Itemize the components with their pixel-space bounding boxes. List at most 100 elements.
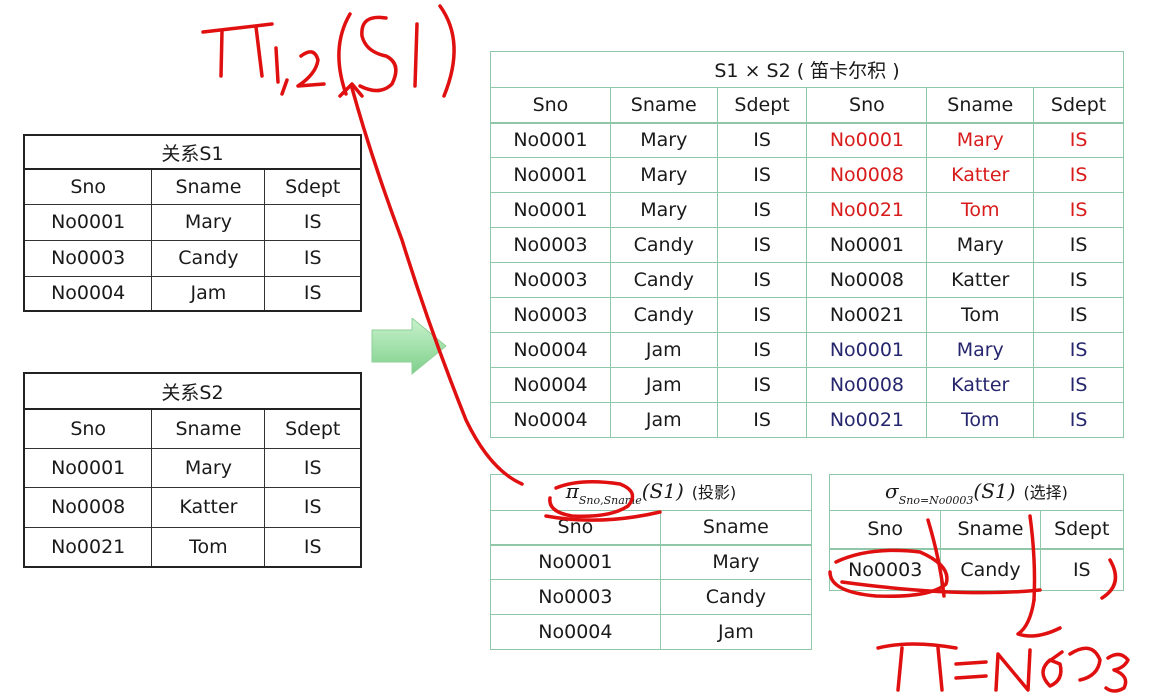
table-row: No0003 Candy IS No0001 Mary IS [490, 227, 1124, 263]
table-cell: IS [1039, 548, 1125, 591]
table-cell: No0004 [490, 332, 611, 368]
table-cell: IS [716, 332, 808, 368]
table-cell: No0003 [490, 297, 611, 333]
table-cell: IS [264, 275, 362, 312]
table-cell: IS [716, 297, 808, 333]
table-cell: Mary [609, 122, 718, 158]
table-cell: IS [716, 227, 808, 263]
column-header: Sno [23, 168, 153, 205]
table-cell: IS [264, 526, 362, 568]
table-row: No0001 Mary IS No0008 Katter IS [490, 157, 1124, 193]
table-row: No0001 Mary IS [23, 447, 362, 488]
table-cell: Tom [151, 526, 266, 568]
selection-subscript: Sno=No0003 [898, 493, 974, 507]
table-cell: IS [716, 122, 808, 158]
sigma-symbol: σ [885, 478, 899, 503]
table-cell: Jam [609, 332, 718, 368]
table-cell: No0001 [490, 122, 611, 158]
table-row: No0008 Katter IS [23, 486, 362, 528]
table-cell: No0008 [23, 486, 153, 528]
table-row: No0003 Candy [490, 579, 813, 615]
table-caption: S1 × S2 ( 笛卡尔积 ) [490, 51, 1124, 88]
column-header: Sname [659, 510, 813, 546]
column-header: Sname [926, 87, 1035, 124]
column-header: Sname [151, 408, 266, 449]
table-cell: No0004 [490, 614, 661, 650]
table-cell: Candy [609, 297, 718, 333]
column-header: Sname [940, 510, 1041, 550]
table-row: No0001 Mary IS [23, 203, 362, 241]
table-cell: No0021 [806, 297, 928, 333]
table-cell: IS [1033, 367, 1124, 403]
column-header: Sdept [264, 168, 362, 205]
table-cell: IS [1033, 192, 1124, 228]
column-header: Sno [490, 510, 661, 546]
table-cell: Katter [151, 486, 266, 528]
table-cell: No0021 [806, 192, 928, 228]
table-cell: IS [716, 262, 808, 298]
projection-formula: πSno,Sname(S1)(投影) [490, 474, 812, 511]
table-cell: No0001 [806, 227, 928, 263]
table-cell: Mary [609, 157, 718, 193]
column-header: Sno [828, 510, 942, 550]
table-cell: IS [716, 157, 808, 193]
column-header: Sdept [716, 87, 808, 124]
table-row: No0004 Jam IS No0001 Mary IS [490, 332, 1124, 368]
column-header: Sno [806, 87, 928, 124]
table-cell: Jam [609, 402, 718, 438]
table-caption: 关系S1 [23, 134, 362, 170]
table-cell: IS [1033, 402, 1124, 438]
table-cell: IS [716, 402, 808, 438]
table-cell: Mary [926, 122, 1035, 158]
column-header: Sname [609, 87, 718, 124]
table-cell: Candy [609, 227, 718, 263]
table-row: No0003 Candy IS No0008 Katter IS [490, 262, 1124, 298]
projection-argument: (S1) [641, 478, 684, 503]
table-cell: IS [264, 203, 362, 241]
table-cell: No0001 [490, 157, 611, 193]
column-header: Sdept [1033, 87, 1124, 124]
table-row: No0003 Candy IS No0021 Tom IS [490, 297, 1124, 333]
projection-table: πSno,Sname(S1)(投影) Sno Sname No0001 Mary… [490, 474, 813, 650]
table-cell: Katter [926, 157, 1035, 193]
table-row: No0003 Candy IS [23, 239, 362, 277]
table-cell: IS [264, 447, 362, 488]
table-cell: No0004 [490, 402, 611, 438]
cartesian-product-table: S1 × S2 ( 笛卡尔积 ) Sno Sname Sdept Sno Sna… [490, 51, 1124, 438]
table-cell: No0004 [490, 367, 611, 403]
table-cell: No0003 [828, 548, 942, 591]
table-cell: No0003 [490, 262, 611, 298]
table-cell: IS [716, 192, 808, 228]
table-cell: Jam [151, 275, 266, 312]
table-cell: Candy [609, 262, 718, 298]
selection-formula: σSno=No0003(S1)(选择) [829, 474, 1124, 511]
table-row: No0003 Candy IS [828, 548, 1125, 591]
table-cell: No0003 [490, 579, 661, 615]
table-cell: Jam [659, 614, 813, 650]
table-cell: No0021 [23, 526, 153, 568]
selection-table: σSno=No0003(S1)(选择) Sno Sname Sdept No00… [828, 474, 1125, 591]
table-cell: No0001 [490, 544, 661, 580]
table-cell: No0008 [806, 367, 928, 403]
table-cell: Mary [151, 447, 266, 488]
table-cell: No0001 [23, 203, 153, 241]
table-cell: Jam [609, 367, 718, 403]
table-cell: IS [1033, 332, 1124, 368]
table-cell: Candy [659, 579, 813, 615]
table-row: No0004 Jam [490, 614, 813, 650]
table-cell: Mary [151, 203, 266, 241]
relation-s2-table: 关系S2 Sno Sname Sdept No0001 Mary IS No00… [23, 372, 362, 568]
table-row: No0004 Jam IS No0021 Tom IS [490, 402, 1124, 438]
table-cell: Candy [940, 548, 1041, 591]
table-cell: No0008 [806, 157, 928, 193]
table-cell: No0021 [806, 402, 928, 438]
table-cell: Mary [926, 332, 1035, 368]
table-cell: No0008 [806, 262, 928, 298]
relation-s1-table: 关系S1 Sno Sname Sdept No0001 Mary IS No00… [23, 134, 362, 312]
table-cell: No0001 [490, 192, 611, 228]
table-cell: Mary [659, 544, 813, 580]
selection-note: (选择) [1023, 482, 1068, 502]
column-header: Sdept [264, 408, 362, 449]
table-cell: No0001 [23, 447, 153, 488]
table-cell: Tom [926, 192, 1035, 228]
